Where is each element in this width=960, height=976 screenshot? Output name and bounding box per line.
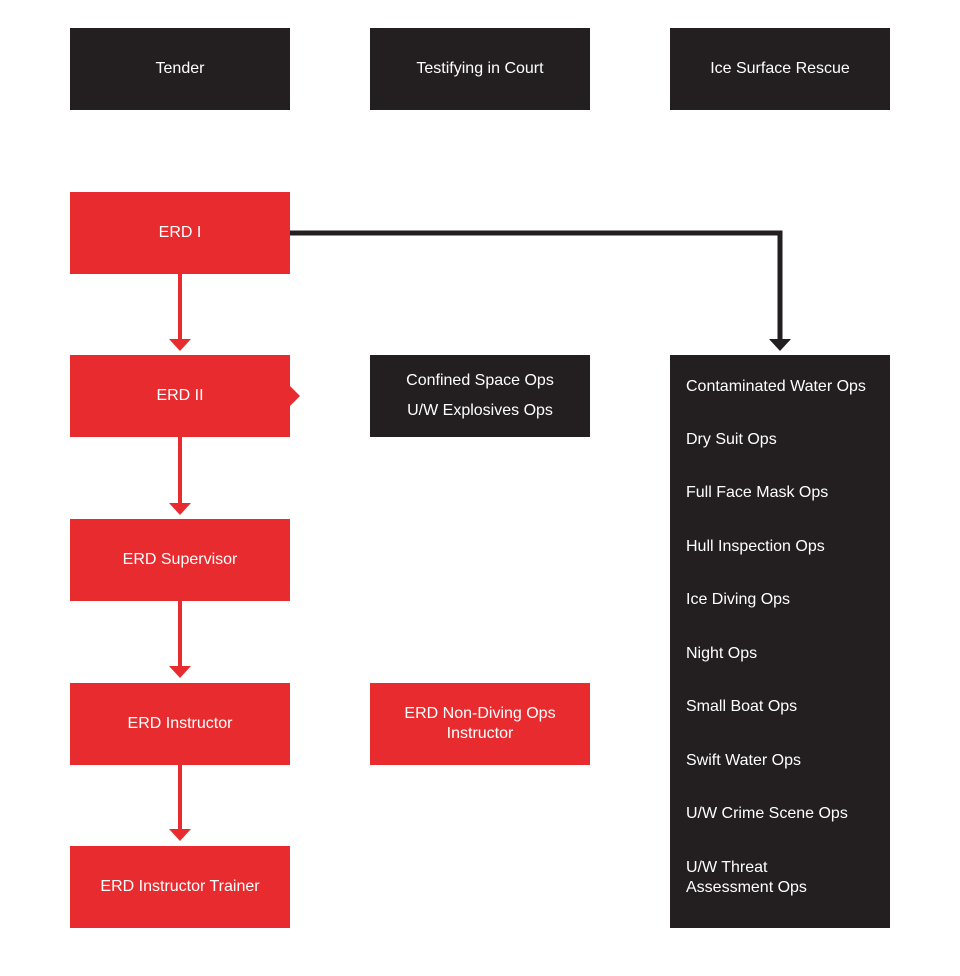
uw-explosives-ops-label: U/W Explosives Ops: [407, 402, 553, 419]
testifying-in-court-label: Testifying in Court: [416, 60, 544, 77]
specialty-night-ops: Night Ops: [686, 645, 758, 662]
specialty-small-boat-ops: Small Boat Ops: [686, 698, 798, 715]
specialty-full-face-mask-ops: Full Face Mask Ops: [686, 484, 829, 501]
specialty-ops-panel: Contaminated Water Ops Dry Suit Ops Full…: [670, 355, 890, 928]
specialty-dry-suit-ops: Dry Suit Ops: [686, 431, 777, 448]
erd1-to-erd2-arrowhead: [169, 339, 191, 351]
erd2-to-supervisor-arrowhead: [169, 503, 191, 515]
ice-surface-rescue-box: Ice Surface Rescue: [670, 28, 890, 110]
instructor-to-trainer-arrowhead: [169, 829, 191, 841]
specialty-contaminated-water-ops: Contaminated Water Ops: [686, 378, 866, 395]
testifying-in-court-box: Testifying in Court: [370, 28, 590, 110]
erd-instructor-box: ERD Instructor: [70, 683, 290, 765]
ice-surface-rescue-label: Ice Surface Rescue: [710, 60, 850, 77]
erd-supervisor-label: ERD Supervisor: [122, 551, 238, 568]
specialty-uw-threat-assessment-ops: U/W Threat Assessment Ops: [686, 859, 807, 896]
erd-non-diving-ops-instructor-label: ERD Non-Diving Ops Instructor: [404, 705, 556, 742]
specialty-uw-crime-scene-ops: U/W Crime Scene Ops: [686, 805, 848, 822]
erd-instructor-trainer-box: ERD Instructor Trainer: [70, 846, 290, 928]
erd-1-box: ERD I: [70, 192, 290, 274]
tender-label: Tender: [155, 60, 205, 77]
erd-2-ops-box: Confined Space Ops U/W Explosives Ops: [370, 355, 590, 437]
erd-supervisor-box: ERD Supervisor: [70, 519, 290, 601]
specialty-swift-water-ops: Swift Water Ops: [686, 752, 801, 769]
erd-instructor-trainer-label: ERD Instructor Trainer: [100, 878, 260, 895]
tender-box: Tender: [70, 28, 290, 110]
erd2-pointer: [290, 386, 300, 406]
erd-1-label: ERD I: [158, 224, 202, 241]
erd1-to-specialties-arrowhead: [769, 339, 791, 351]
supervisor-to-instructor-arrowhead: [169, 666, 191, 678]
erd-non-diving-ops-instructor-box: ERD Non-Diving Ops Instructor: [370, 683, 590, 765]
confined-space-ops-label: Confined Space Ops: [406, 372, 554, 389]
erd-instructor-label: ERD Instructor: [127, 715, 233, 732]
erd-2-label: ERD II: [156, 387, 204, 404]
specialty-hull-inspection-ops: Hull Inspection Ops: [686, 538, 825, 555]
erd-2-box: ERD II: [70, 355, 290, 437]
specialty-ice-diving-ops: Ice Diving Ops: [686, 591, 791, 608]
erd1-to-specialties-line: [290, 230, 783, 340]
